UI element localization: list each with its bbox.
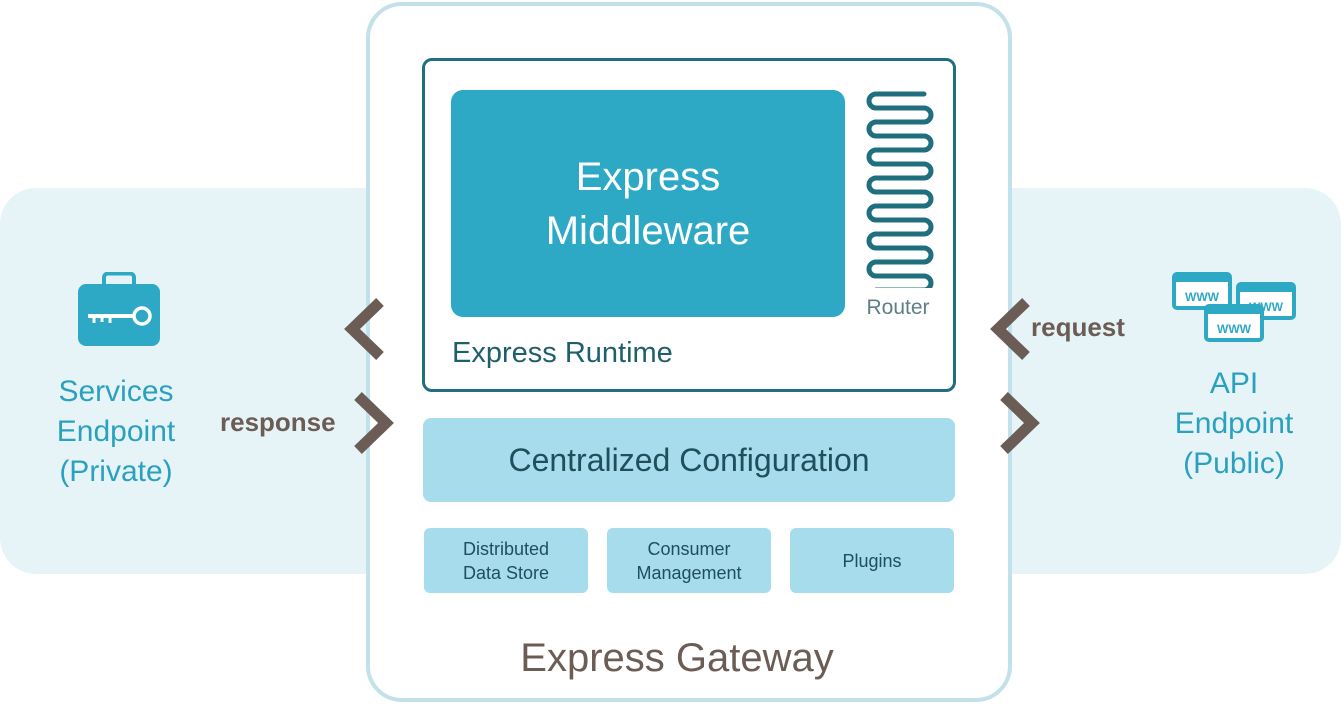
svg-text:WWW: WWW — [1185, 290, 1220, 304]
consumer-management-box: Consumer Management — [607, 528, 771, 593]
plugins-box: Plugins — [790, 528, 954, 593]
services-endpoint-label: Services Endpoint (Private) — [56, 375, 176, 488]
router-icon — [866, 91, 934, 288]
runtime-label: Express Runtime — [452, 337, 673, 369]
request-label: request — [1031, 312, 1125, 342]
express-middleware-box: Express Middleware — [451, 90, 845, 317]
centralized-configuration-box: Centralized Configuration — [423, 418, 955, 502]
response-chevron-left-icon — [344, 298, 384, 360]
gateway-title: Express Gateway — [520, 636, 834, 680]
middleware-label: Express Middleware — [545, 154, 751, 253]
distributed-data-store-box: Distributed Data Store — [424, 528, 588, 593]
briefcase-key-icon — [78, 272, 160, 346]
router-label: Router — [866, 296, 930, 319]
svg-text:WWW: WWW — [1217, 322, 1252, 336]
www-windows-icon: WWW WWW WWW — [1172, 272, 1296, 342]
request-chevron-left-icon — [990, 298, 1030, 360]
response-chevron-right-icon — [354, 392, 394, 454]
request-chevron-right-icon — [1000, 392, 1040, 454]
response-label: response — [220, 407, 336, 437]
api-endpoint-label: API Endpoint (Public) — [1174, 367, 1294, 480]
